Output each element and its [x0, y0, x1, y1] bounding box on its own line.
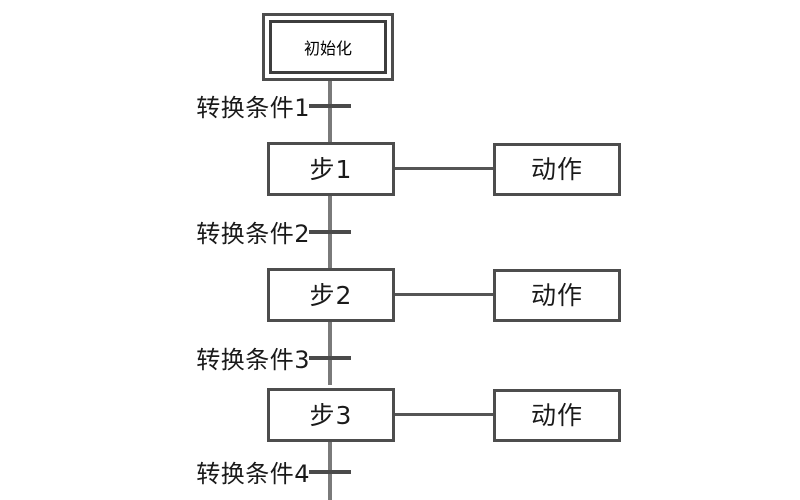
transition-bar-1	[309, 104, 351, 108]
link-step-2-to-action-2	[395, 293, 493, 296]
transition-condition-3-label: 转换条件3	[196, 346, 310, 374]
connector-step-2-to-transition-3	[328, 322, 332, 385]
step-3-label: 步3	[309, 400, 353, 430]
step-1-box[interactable]: 步1	[267, 142, 395, 196]
transition-condition-1-label: 转换条件1	[196, 94, 310, 122]
action-1-box[interactable]: 动作	[493, 143, 621, 196]
action-2-label: 动作	[530, 281, 583, 310]
step-1-label: 步1	[309, 154, 353, 184]
action-2-box[interactable]: 动作	[493, 269, 621, 322]
transition-bar-2	[309, 230, 351, 234]
link-step-3-to-action-3	[395, 413, 493, 416]
step-3-box[interactable]: 步3	[267, 388, 395, 442]
transition-bar-3	[309, 356, 351, 360]
action-3-label: 动作	[530, 401, 583, 430]
action-1-label: 动作	[530, 155, 583, 184]
step-2-label: 步2	[309, 280, 353, 310]
initial-step-label: 初始化	[303, 39, 352, 58]
link-step-1-to-action-1	[395, 167, 493, 170]
initial-step-block[interactable]: 初始化	[262, 13, 394, 81]
initial-step-inner: 初始化	[269, 20, 387, 74]
transition-condition-4-label: 转换条件4	[196, 460, 310, 488]
transition-bar-4	[309, 470, 351, 474]
step-2-box[interactable]: 步2	[267, 268, 395, 322]
connector-init-to-transition-1	[328, 81, 332, 142]
transition-condition-2-label: 转换条件2	[196, 220, 310, 248]
action-3-box[interactable]: 动作	[493, 389, 621, 442]
